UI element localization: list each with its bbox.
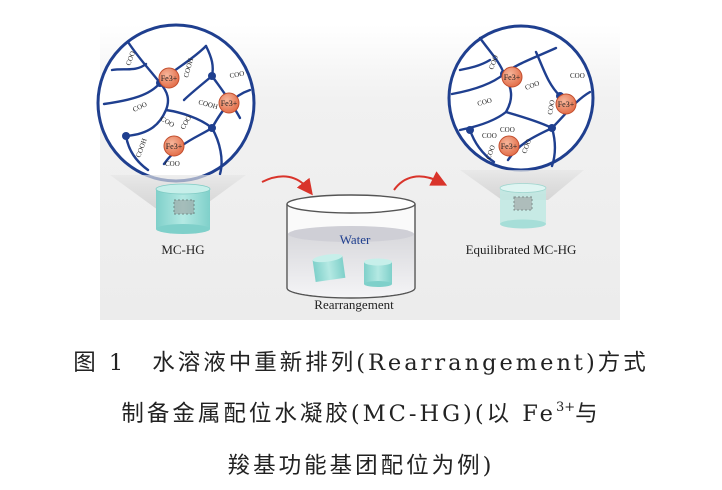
right-network-circle: Fe3+ Fe3+ Fe3+ COO COO COO COO COO COO C…: [447, 24, 595, 172]
fe-ion: [555, 93, 577, 115]
water-label: Water: [340, 232, 371, 247]
fe-ion-label: Fe3+: [501, 142, 518, 151]
arrow-left-to-beaker: [261, 175, 313, 196]
fe-ion-label: Fe3+: [161, 74, 178, 83]
water-beaker: [286, 194, 416, 299]
charge-superscript: 3+: [555, 399, 576, 415]
process-label: Rearrangement: [314, 297, 394, 312]
coo-label: COO: [165, 160, 180, 168]
caption-line-3-text: 羧基功能基团配位为例): [227, 453, 495, 479]
fe-ion: [501, 66, 523, 88]
left-network-circle: Fe3+ Fe3+ Fe3+ COO COOH COO COOH COO COO…: [96, 23, 256, 183]
caption-title: 水溶液中重新排列(Rearrangement)方式: [152, 350, 649, 376]
beaker-hydrogel: [312, 254, 346, 282]
rearrangement-schematic: Fe3+ Fe3+ Fe3+ COO COOH COO COOH COO COO…: [96, 23, 620, 320]
coo-label: COO: [546, 99, 556, 115]
right-hydrogel-label: Equilibrated MC-HG: [466, 242, 577, 257]
fe-ion-label: Fe3+: [166, 142, 183, 151]
fe-ion-label: Fe3+: [504, 73, 521, 82]
caption-line-2-text: 制备金属配位水凝胶(MC-HG)(以 Fe: [121, 401, 556, 427]
caption-line-2: 制备金属配位水凝胶(MC-HG)(以 Fe3+与: [0, 396, 722, 428]
fe-ion: [158, 67, 180, 89]
fe-ion: [498, 135, 520, 157]
coo-label: COO: [476, 96, 492, 108]
coo-label: COO: [229, 70, 245, 80]
coo-label: COO: [500, 126, 515, 134]
caption-line-2-tail: 与: [575, 401, 601, 427]
coo-label: COO: [482, 132, 497, 140]
caption-line-3: 羧基功能基团配位为例): [0, 448, 722, 480]
coo-label: COO: [570, 72, 585, 80]
fe-ion-label: Fe3+: [558, 100, 575, 109]
left-hydrogel-label: MC-HG: [161, 242, 204, 257]
fe-ion: [218, 92, 240, 114]
right-hydrogel: [499, 183, 547, 229]
left-ions: Fe3+ Fe3+ Fe3+: [158, 67, 240, 157]
fe-ion-label: Fe3+: [221, 99, 238, 108]
left-hydrogel: [155, 183, 211, 234]
arrow-beaker-to-right: [393, 171, 448, 191]
figure-number: 图 1: [73, 350, 127, 376]
fe-ion: [163, 135, 185, 157]
caption-line-1: 图 1 水溶液中重新排列(Rearrangement)方式: [0, 345, 722, 377]
right-ions: Fe3+ Fe3+ Fe3+: [498, 66, 577, 157]
beaker-hydrogel: [364, 258, 392, 287]
